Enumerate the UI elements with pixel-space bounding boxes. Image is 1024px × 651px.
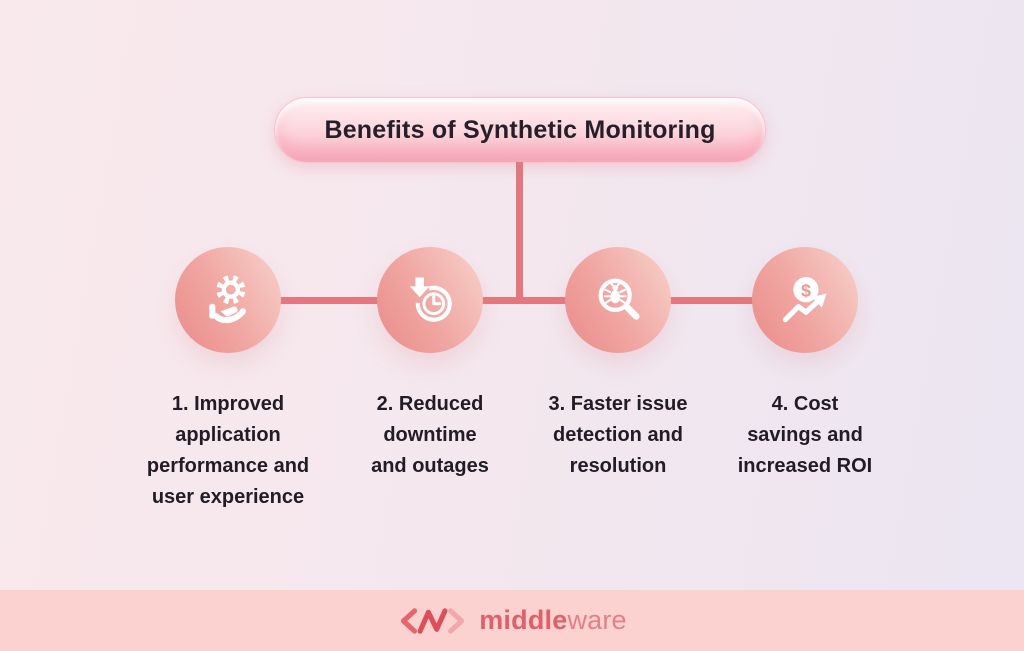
benefit-node-3: 3. Faster issue detection and resolution [503, 247, 733, 482]
benefit-label-1: 1. Improved application performance and … [146, 393, 310, 508]
downtime-clock-icon [409, 277, 452, 322]
benefit-label-4: 4. Cost savings and increased ROI [737, 393, 873, 477]
brand-wordmark-bold: middle [479, 605, 568, 635]
benefit-circle-1 [175, 247, 281, 353]
connector-vertical-line [516, 162, 523, 304]
benefit-label-2: 2. Reduced downtime and outages [371, 393, 489, 477]
footer-brand-band: middleware [0, 590, 1024, 651]
benefit-node-1: 1. Improved application performance and … [113, 247, 343, 513]
bug-magnifier-icon [598, 278, 640, 320]
connector-horizontal-line [228, 297, 805, 304]
benefit-circle-4: $ [752, 247, 858, 353]
dollar-glyph: $ [801, 280, 811, 300]
benefit-circle-3 [565, 247, 671, 353]
title-pill: Benefits of Synthetic Monitoring [274, 97, 766, 163]
brand-wordmark-regular: ware [567, 605, 627, 635]
middleware-logo-icon [397, 606, 469, 636]
brand-wordmark: middleware [479, 607, 627, 634]
benefit-node-2: 2. Reduced downtime and outages [315, 247, 545, 482]
benefit-circle-2 [377, 247, 483, 353]
page-title: Benefits of Synthetic Monitoring [324, 115, 716, 144]
roi-growth-icon: $ [782, 277, 827, 323]
benefit-node-4: $ 4. Cost savings and increased ROI [690, 247, 920, 482]
benefit-label-3: 3. Faster issue detection and resolution [548, 393, 688, 477]
gear-hand-icon [209, 275, 247, 324]
